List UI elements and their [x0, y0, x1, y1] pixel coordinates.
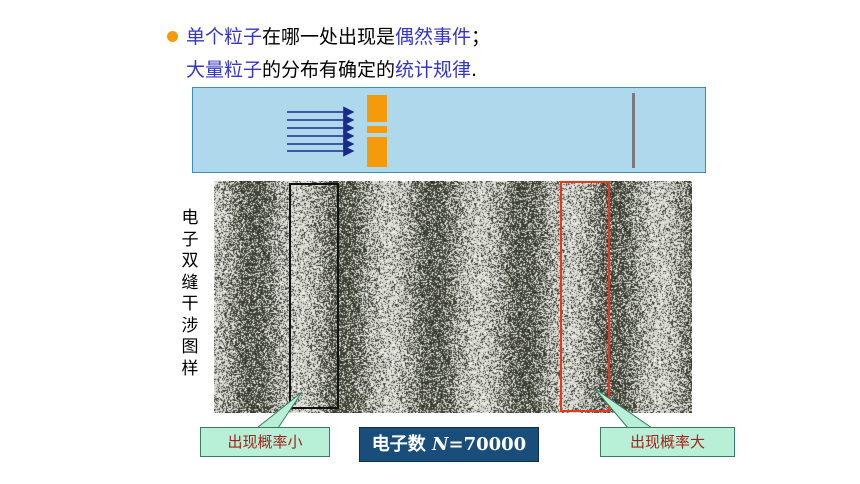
slit-barrier-middle: [367, 126, 387, 133]
double-slit-barrier: [367, 95, 387, 167]
double-slit-apparatus: [192, 87, 706, 173]
interference-pattern-image: [214, 181, 692, 413]
vlabel-char: 样: [181, 358, 199, 379]
many-particles-text: 大量粒子: [186, 59, 263, 81]
low-callout-pointer: [255, 391, 303, 429]
detection-screen: [632, 93, 635, 168]
vlabel-char: 涉: [181, 315, 199, 336]
high-probability-region-box: [560, 181, 610, 412]
random-event-text: 偶然事件: [395, 26, 472, 48]
period-text: .: [471, 59, 478, 81]
vlabel-char: 子: [181, 229, 199, 250]
vlabel-char: 图: [181, 337, 199, 357]
where-appears-text: 在哪一处出现是: [262, 26, 396, 48]
vlabel-char: 电: [181, 208, 199, 228]
apparatus-diagram: [287, 93, 635, 168]
statement-line-1: 单个粒子在哪一处出现是偶然事件；: [186, 22, 490, 49]
high-callout-pointer: [593, 387, 654, 429]
vlabel-char: 缝: [181, 272, 199, 293]
single-particle-text: 单个粒子: [186, 26, 263, 48]
count-value: =70000: [448, 434, 527, 455]
slit-barrier-top: [367, 95, 387, 122]
semicolon-text: ；: [471, 26, 491, 48]
vlabel-char: 双: [181, 251, 199, 271]
electron-count-label: 电子数 N=70000: [359, 427, 539, 462]
count-prefix: 电子数: [371, 434, 433, 455]
high-probability-callout: 出现概率大: [600, 427, 735, 457]
incident-beam-arrows: [287, 106, 355, 157]
slit-barrier-bottom: [367, 137, 387, 167]
distribution-text: 的分布有确定的: [262, 59, 396, 81]
bullet-dot: [167, 31, 178, 42]
electron-hit-noise: [214, 181, 692, 413]
pattern-vertical-label: 电 子 双 缝 干 涉 图 样: [178, 208, 202, 380]
statement-line-2: 大量粒子的分布有确定的统计规律.: [186, 55, 477, 82]
statistical-law-text: 统计规律: [395, 59, 472, 81]
count-variable: N: [432, 434, 449, 455]
low-probability-callout: 出现概率小: [200, 427, 330, 457]
vlabel-char: 干: [181, 294, 199, 314]
low-probability-region-box: [289, 183, 339, 409]
